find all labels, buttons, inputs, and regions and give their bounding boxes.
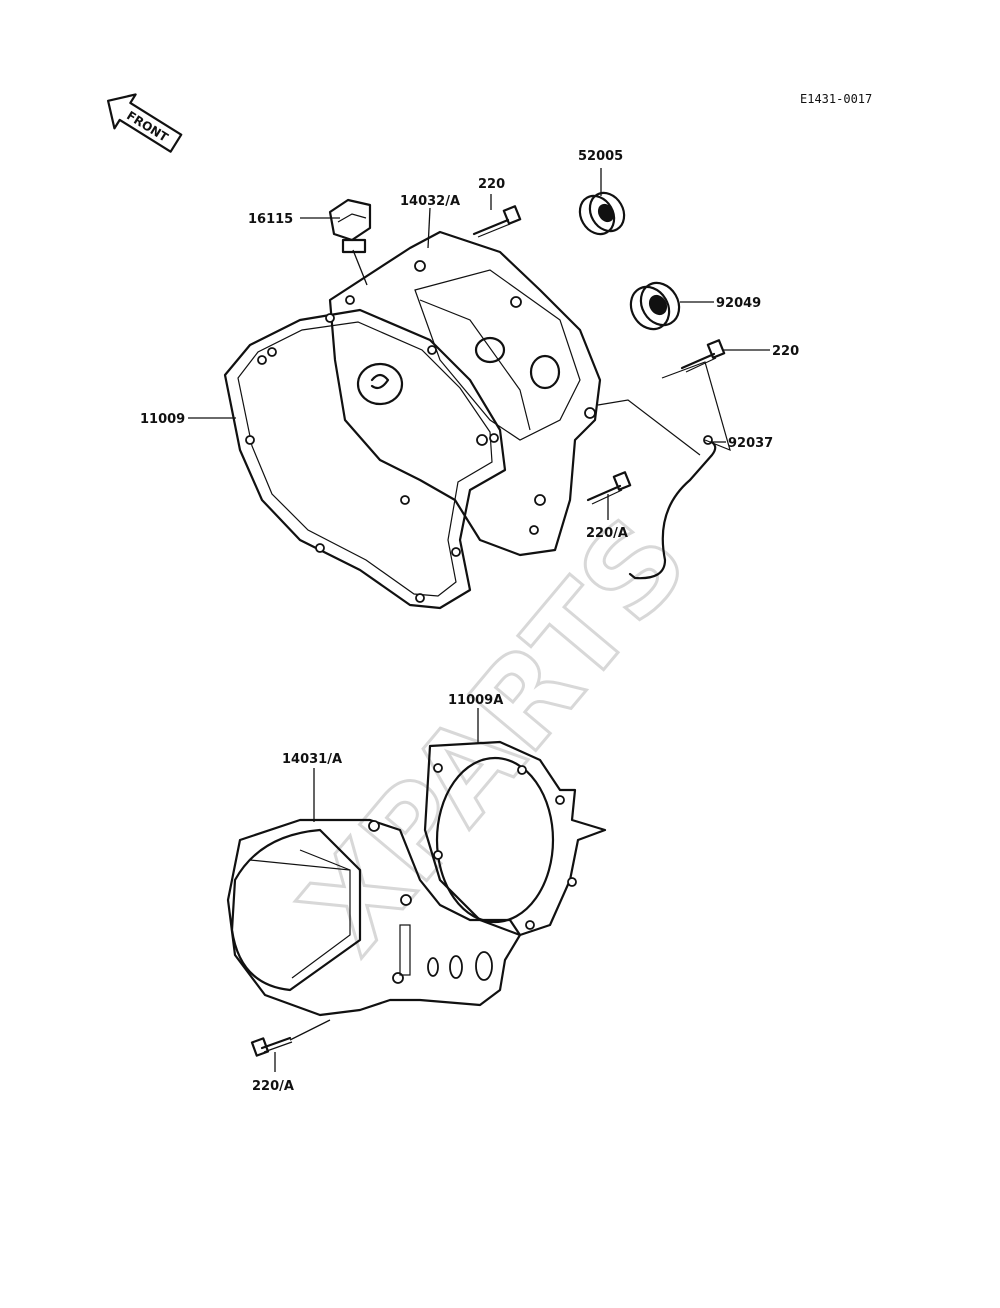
part-labels: 16115 14032/A 220 52005 92049 220 11009 … bbox=[140, 149, 799, 1094]
front-arrow-icon: FRONT bbox=[106, 93, 183, 153]
gasket-11009A bbox=[423, 740, 607, 937]
wire-clamp-92037 bbox=[597, 361, 731, 580]
label-220A-mid: 220/A bbox=[586, 526, 628, 541]
leader-lines bbox=[188, 168, 770, 1072]
clutch-cover bbox=[328, 230, 602, 557]
bolt-220A-mid bbox=[586, 471, 632, 505]
magneto-cover bbox=[226, 818, 522, 1017]
bolt-220-right bbox=[680, 339, 726, 373]
watermark-text: XPARTS bbox=[276, 493, 715, 979]
label-11009A: 11009A bbox=[448, 693, 503, 708]
watermark: XPARTS bbox=[274, 491, 716, 980]
label-92049: 92049 bbox=[716, 296, 761, 311]
label-92037: 92037 bbox=[728, 436, 773, 451]
label-14032A: 14032/A bbox=[400, 194, 460, 209]
seal-52005 bbox=[578, 191, 626, 236]
label-220-right: 220 bbox=[772, 344, 799, 359]
bolt-220A-bottom bbox=[250, 1036, 293, 1057]
seal-92049 bbox=[629, 281, 681, 331]
diagram-code: E1431-0017 bbox=[800, 92, 872, 106]
label-52005: 52005 bbox=[578, 149, 623, 164]
label-11009: 11009 bbox=[140, 412, 185, 427]
bolt-220-top bbox=[472, 205, 522, 238]
gasket-11009 bbox=[223, 308, 507, 610]
label-220-top: 220 bbox=[478, 177, 505, 192]
filler-cap-16115 bbox=[328, 198, 372, 254]
label-220A-bottom: 220/A bbox=[252, 1079, 294, 1094]
label-14031A: 14031/A bbox=[282, 752, 342, 767]
label-16115: 16115 bbox=[248, 212, 293, 227]
